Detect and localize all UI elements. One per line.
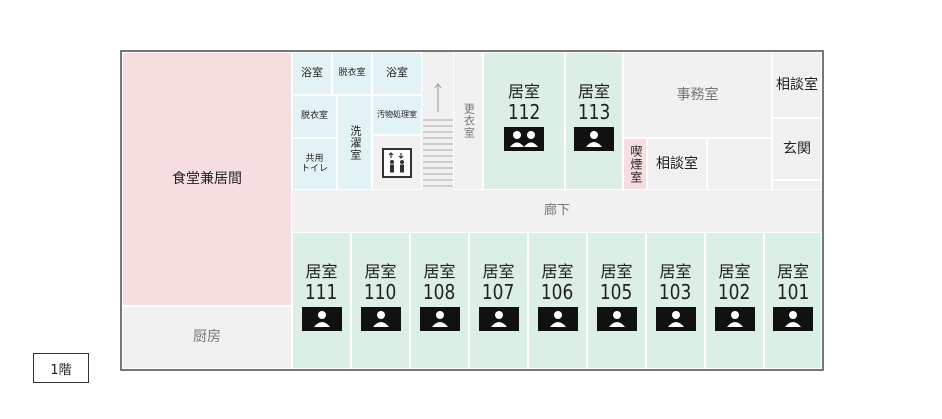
entrance: 玄関 — [772, 118, 822, 180]
consultation-room-2-label: 相談室 — [776, 76, 818, 93]
occupancy-single — [537, 307, 578, 331]
changing-room-2-label: 脱衣室 — [300, 111, 328, 122]
room-number: 106 — [541, 280, 574, 304]
resident-room-label: 居室 — [600, 262, 633, 281]
resident-room-label: 居室 — [364, 262, 397, 281]
shared-toilet-label-2: トイレ — [300, 164, 328, 174]
corridor-label: 廊下 — [543, 202, 570, 218]
person-icon — [785, 311, 801, 327]
person-icon — [608, 311, 625, 327]
resident-room-label: 居室 — [776, 262, 809, 281]
person-icon — [431, 311, 448, 327]
room-number: 103 — [659, 280, 692, 304]
resident-room-label: 居室 — [541, 262, 574, 281]
locker-room: 更衣室 — [453, 52, 483, 190]
room-number: 111 — [305, 280, 338, 304]
resident-room-103: 居室 103 — [646, 232, 705, 369]
resident-room-106: 居室 106 — [528, 232, 587, 369]
occupancy-single — [360, 307, 401, 331]
resident-room-label: 居室 — [507, 82, 540, 101]
consultation-room-2: 相談室 — [772, 52, 822, 118]
person-icon — [490, 311, 507, 327]
kitchen-label: 厨房 — [193, 329, 221, 346]
occupancy-single — [596, 307, 637, 331]
room-number: 112 — [507, 100, 541, 124]
dining-room: 食堂兼居間 — [122, 52, 292, 306]
resident-room-label: 居室 — [718, 262, 751, 281]
person-icon — [372, 311, 389, 327]
resident-room-label: 居室 — [423, 262, 456, 281]
shared-toilet: 共用 トイレ — [292, 138, 337, 190]
changing-room-1: 脱衣室 — [332, 52, 372, 95]
room-number: 105 — [600, 280, 633, 304]
dirty-utility-room: 汚物処理室 — [372, 95, 422, 135]
consultation-room-1-label: 相談室 — [656, 155, 698, 172]
stairs-icon — [423, 82, 453, 188]
room-number: 110 — [364, 280, 397, 304]
smoking-room: 喫煙室 — [623, 138, 647, 190]
changing-room-1-label: 脱衣室 — [338, 68, 366, 79]
room-number: 101 — [776, 280, 810, 304]
elevator-icon — [382, 147, 412, 178]
corridor: 廊下 — [292, 190, 822, 232]
occupancy-single — [773, 307, 813, 331]
resident-room-113: 居室 113 — [565, 52, 623, 190]
changing-room-2: 脱衣室 — [292, 95, 337, 138]
occupancy-single — [655, 307, 696, 331]
person-icon — [510, 131, 538, 147]
office-label: 事務室 — [676, 86, 719, 103]
office-annex — [707, 138, 772, 190]
entrance-label: 玄関 — [783, 140, 811, 157]
person-icon — [667, 311, 684, 327]
resident-room-112: 居室 112 — [483, 52, 565, 190]
resident-room-110: 居室 110 — [351, 232, 410, 369]
room-number: 113 — [577, 100, 611, 124]
occupancy-single — [478, 307, 519, 331]
resident-room-label: 居室 — [659, 262, 692, 281]
resident-room-101: 居室 101 — [764, 232, 822, 369]
kitchen: 厨房 — [122, 306, 292, 369]
elevator — [372, 135, 422, 190]
resident-room-label: 居室 — [305, 262, 338, 281]
person-icon — [586, 131, 602, 147]
laundry-room: 洗濯室 — [337, 95, 372, 190]
occupancy-single — [714, 307, 755, 331]
occupancy-single — [574, 127, 614, 151]
floor-plan: 食堂兼居間 厨房 浴室 脱衣室 浴室 脱衣室 洗濯室 共用 トイレ 汚物処理室 — [120, 50, 824, 371]
person-icon — [313, 311, 330, 327]
entrance-porch — [772, 180, 822, 190]
office: 事務室 — [623, 52, 772, 138]
bath-2-label: 浴室 — [386, 66, 408, 80]
resident-room-111: 居室 111 — [292, 232, 351, 369]
person-icon — [549, 311, 566, 327]
room-number: 102 — [718, 280, 751, 304]
floor-label: 1階 — [33, 353, 89, 383]
shared-toilet-label-1: 共用 — [305, 153, 324, 164]
smoking-room-label: 喫煙室 — [628, 144, 643, 184]
dining-room-label: 食堂兼居間 — [172, 170, 242, 187]
room-number: 107 — [482, 280, 515, 304]
room-number: 108 — [423, 280, 456, 304]
resident-room-108: 居室 108 — [410, 232, 469, 369]
bath-2: 浴室 — [372, 52, 422, 95]
bath-1: 浴室 — [292, 52, 332, 95]
resident-room-label: 居室 — [482, 262, 515, 281]
consultation-room-1: 相談室 — [647, 138, 707, 190]
laundry-room-label: 洗濯室 — [348, 124, 362, 161]
occupancy-single — [301, 307, 342, 331]
resident-room-107: 居室 107 — [469, 232, 528, 369]
resident-room-102: 居室 102 — [705, 232, 764, 369]
dirty-utility-room-label: 汚物処理室 — [377, 110, 417, 120]
locker-room-label: 更衣室 — [462, 103, 476, 139]
resident-room-105: 居室 105 — [587, 232, 646, 369]
resident-room-label: 居室 — [577, 82, 610, 101]
bath-1-label: 浴室 — [301, 66, 323, 80]
occupancy-double — [504, 127, 544, 151]
occupancy-single — [419, 307, 460, 331]
person-icon — [726, 311, 743, 327]
